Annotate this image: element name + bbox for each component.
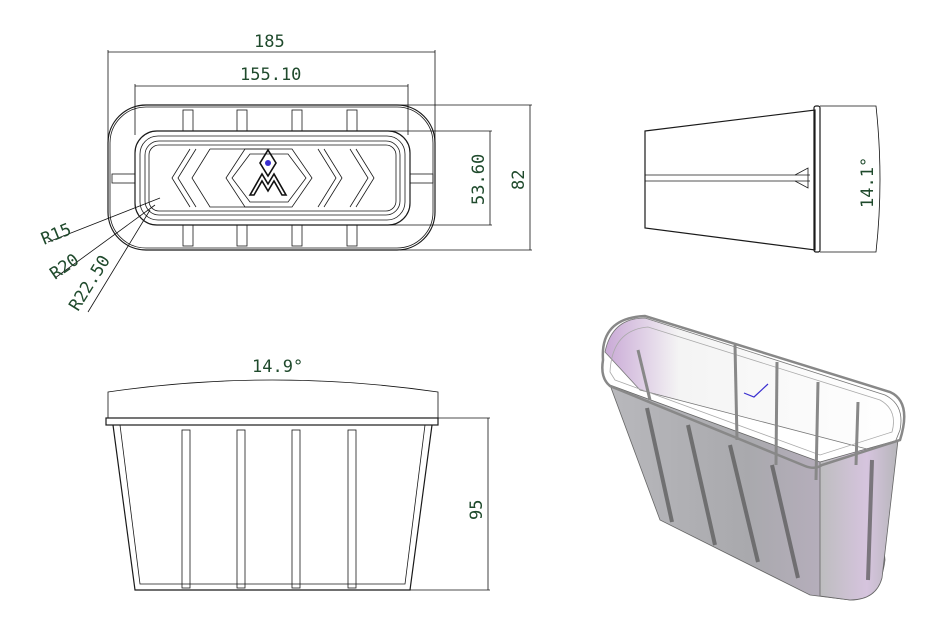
- m-logo: [248, 148, 288, 196]
- dim-82: 82: [400, 104, 532, 251]
- axis-marker: [743, 383, 769, 398]
- inner-ribs: [636, 344, 860, 481]
- dim-width-inner: 53.60: [469, 154, 489, 205]
- dim-length-overall: 185: [254, 32, 285, 52]
- radius-leaders: R15 R20 R22.50: [38, 197, 161, 315]
- chevron-pattern: [171, 148, 375, 208]
- dim-155: 155.10: [134, 65, 409, 135]
- dim-length-inner: 155.10: [240, 65, 301, 85]
- side-draft-angle: 14.1°: [858, 157, 878, 208]
- isometric-render: [601, 314, 906, 601]
- radius-r20: R20: [46, 250, 83, 284]
- front-view: 14.9° 95: [105, 357, 490, 591]
- dim-95: 95: [410, 417, 490, 591]
- side-view: 14.1°: [644, 105, 881, 253]
- dim-width-overall: 82: [509, 170, 529, 190]
- outer-ribs: [645, 407, 874, 581]
- radius-r15: R15: [38, 220, 74, 250]
- top-view: 185 155.10 53.60 82 R15 R20 R22.50: [38, 32, 532, 315]
- dim-185: 185: [107, 32, 436, 140]
- front-ribs: [181, 429, 357, 589]
- dim-53-60: 53.60: [390, 130, 492, 226]
- outer-rim: [107, 104, 436, 251]
- dim-height: 95: [467, 500, 487, 520]
- rib-marks: [111, 109, 434, 247]
- front-draft-angle: 14.9°: [252, 357, 303, 377]
